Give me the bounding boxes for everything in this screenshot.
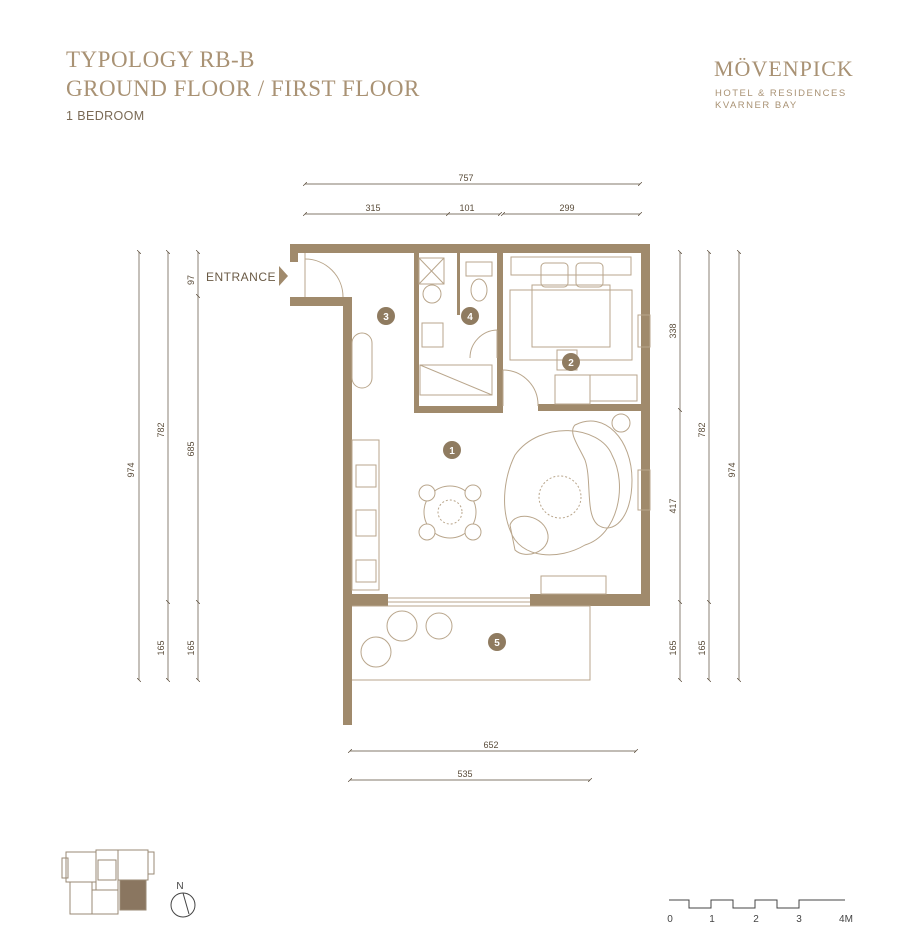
room-badge-3: 3 (383, 312, 389, 323)
dim-left-mid: 782 (156, 422, 166, 437)
room-badge-1: 1 (449, 446, 455, 457)
dim-left-small: 97 (186, 275, 196, 285)
dim-top-right: 299 (559, 203, 574, 213)
dim-right-mid: 782 (697, 422, 707, 437)
entrance-label: ENTRANCE (206, 270, 276, 284)
scale-label-2: 2 (753, 914, 759, 925)
dim-bottom-a: 652 (483, 740, 498, 750)
fixtures (304, 253, 651, 681)
dim-top-mid: 101 (459, 203, 474, 213)
walls (290, 244, 650, 725)
brand-logo: MÖVENPICK (714, 56, 854, 81)
entrance-arrow-icon (279, 266, 288, 286)
room-badge-4: 4 (467, 312, 473, 323)
dim-right-bottom-a: 165 (668, 640, 678, 655)
dim-right-inner-bottom: 417 (668, 498, 678, 513)
dim-left-inner: 685 (186, 441, 196, 456)
plan-title: TYPOLOGY RB-B (66, 47, 256, 72)
compass-label: N (176, 881, 183, 892)
room-badge-5: 5 (494, 638, 500, 649)
dim-bottom-b: 535 (457, 769, 472, 779)
dim-left-bottom-a: 165 (156, 640, 166, 655)
dim-top-total: 757 (458, 173, 473, 183)
dim-right-inner-top: 338 (668, 323, 678, 338)
scale-bar (669, 899, 845, 909)
plan-floor-title: GROUND FLOOR / FIRST FLOOR (66, 76, 420, 101)
scale-label-3: 3 (796, 914, 802, 925)
brand-line-1: HOTEL & RESIDENCES (715, 88, 847, 99)
dining-chairs (418, 484, 482, 541)
dim-top-left: 315 (365, 203, 380, 213)
scale-label-0: 0 (667, 914, 673, 925)
dim-left-outer: 974 (126, 462, 136, 477)
room-badge-2: 2 (568, 358, 574, 369)
brand-line-2: KVARNER BAY (715, 100, 798, 111)
dim-left-bottom-b: 165 (186, 640, 196, 655)
dimension-lines (139, 184, 739, 780)
dim-right-bottom-b: 165 (697, 640, 707, 655)
bedroom-count: 1 BEDROOM (66, 109, 145, 123)
key-plan (61, 849, 155, 915)
compass-icon (170, 892, 196, 918)
dim-right-outer: 974 (727, 462, 737, 477)
scale-label-4m: 4M (839, 914, 853, 925)
room-badges: 1 2 3 4 5 (377, 307, 580, 651)
scale-label-1: 1 (709, 914, 715, 925)
